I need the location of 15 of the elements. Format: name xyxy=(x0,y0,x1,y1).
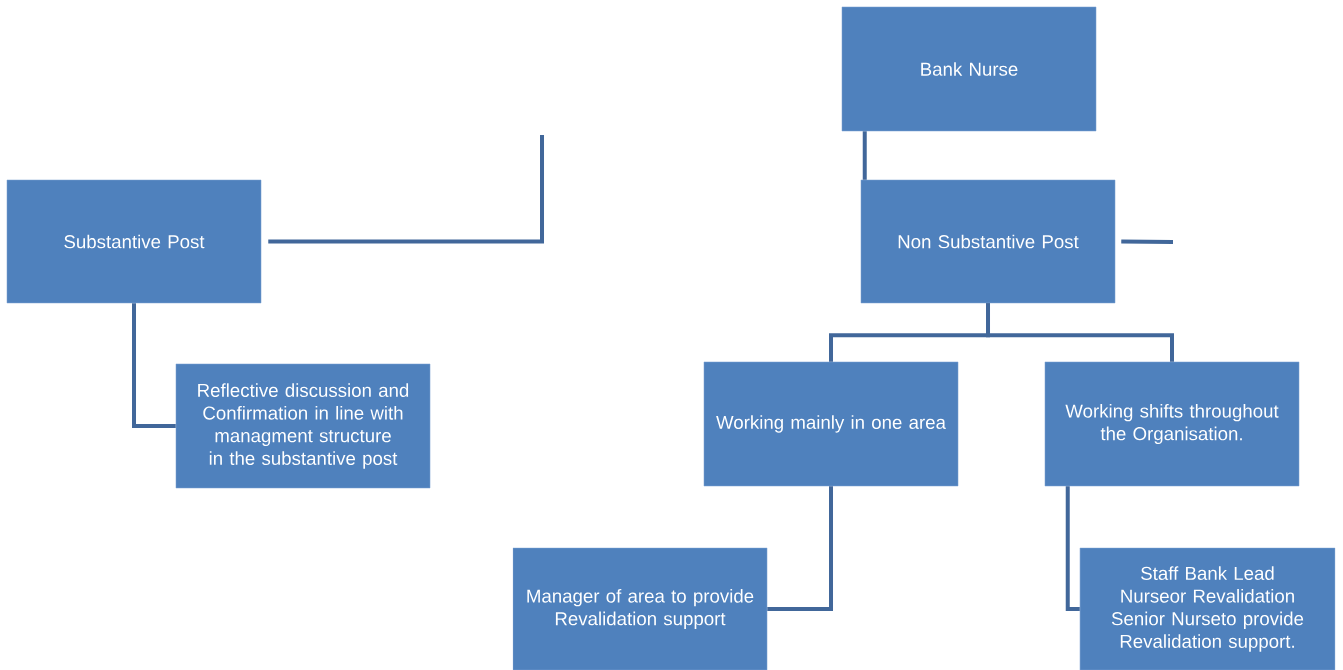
connector-line xyxy=(986,303,1174,362)
connector-line xyxy=(132,303,176,428)
connector-line xyxy=(1065,486,1080,611)
process-box: Staff Bank Lead Nurseor Revalidation Senior Nurseto provide Revalidation support. xyxy=(1079,547,1336,670)
process-box: Manager of area to provide Revalidation support xyxy=(512,547,768,670)
process-box: Non Substantive Post xyxy=(860,179,1116,304)
process-box: Substantive Post xyxy=(6,179,262,304)
process-box: Working shifts throughout the Organisation. xyxy=(1044,361,1300,487)
process-box: Reflective discussion and Confirmation in line with managment structure in the substantive post xyxy=(175,363,431,489)
connector-line xyxy=(767,486,833,611)
connector-line xyxy=(862,131,867,180)
connector-line xyxy=(1121,239,1173,244)
process-box: Working mainly in one area xyxy=(703,361,959,487)
connector-line xyxy=(268,135,544,244)
process-box: Bank Nurse xyxy=(841,6,1097,132)
